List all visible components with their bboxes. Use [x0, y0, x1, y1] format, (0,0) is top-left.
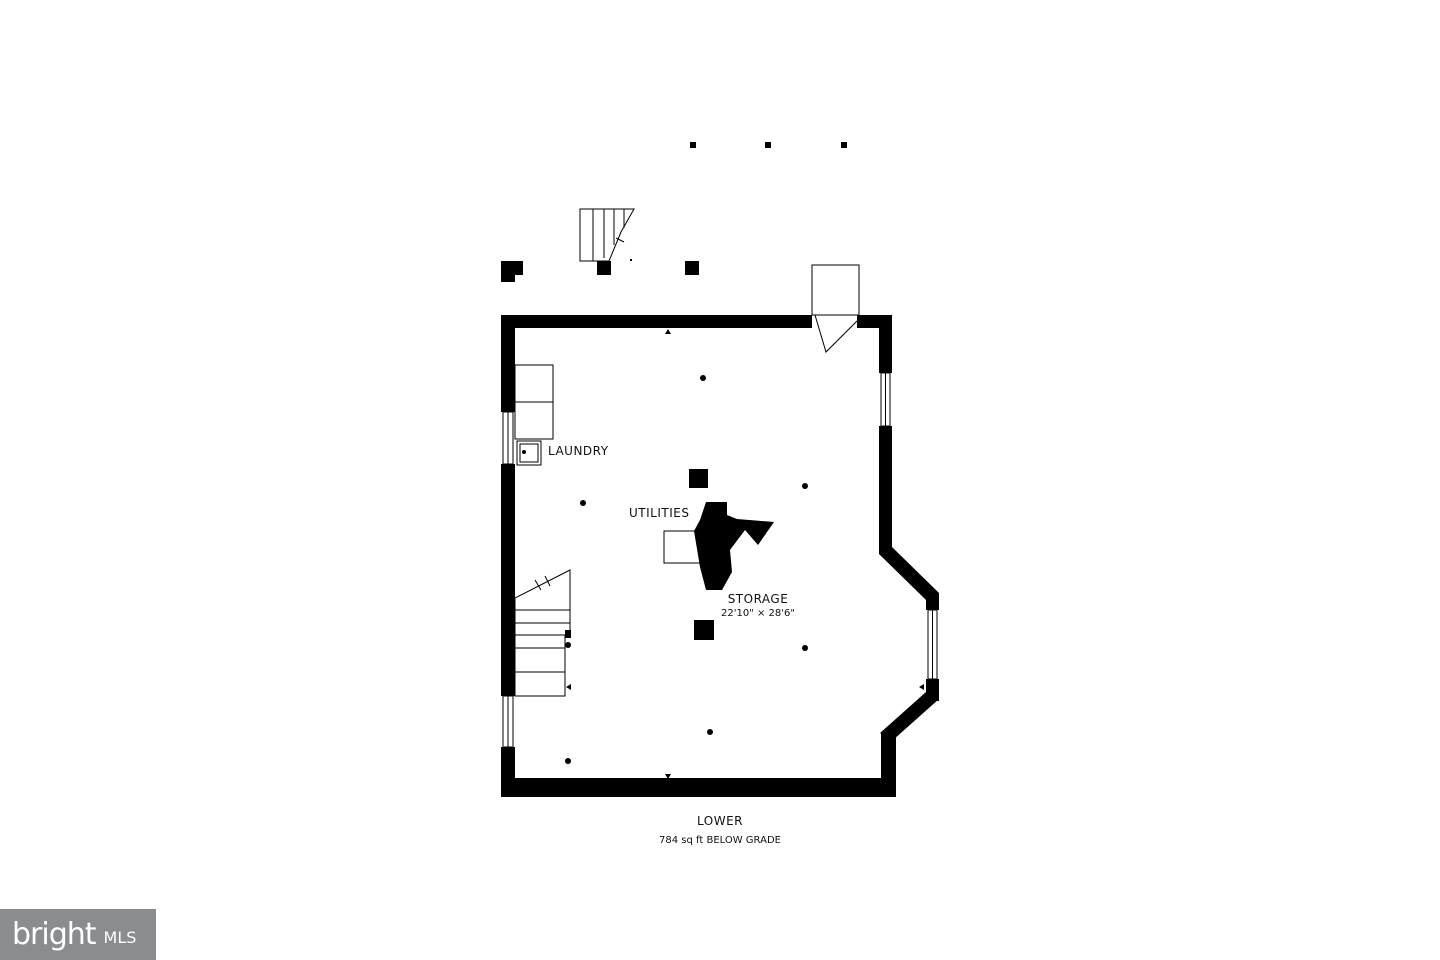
- logo-suffix: MLS: [103, 928, 137, 947]
- markers: [566, 324, 924, 779]
- label-storage-dimensions: 22'10" × 28'6": [721, 608, 795, 619]
- exterior-posts: [501, 142, 847, 282]
- label-laundry: LAUNDRY: [548, 444, 609, 458]
- laundry-appliances: [514, 364, 554, 466]
- stair-post: [565, 630, 571, 638]
- interior-stair: [514, 569, 571, 697]
- logo-wordmark: bright: [12, 917, 97, 952]
- floor-area: 784 sq ft BELOW GRADE: [659, 835, 781, 846]
- label-utilities: UTILITIES: [629, 506, 689, 520]
- bright-mls-logo: bright MLS: [0, 909, 156, 960]
- label-storage: STORAGE: [728, 592, 789, 606]
- walls: [501, 315, 939, 797]
- ceiling-fixtures: [565, 375, 808, 764]
- bulkhead-entry: [811, 264, 860, 353]
- floor-title: LOWER: [697, 814, 743, 828]
- windows: [502, 372, 938, 748]
- utilities-core: [663, 469, 774, 640]
- exterior-stair: [579, 208, 635, 262]
